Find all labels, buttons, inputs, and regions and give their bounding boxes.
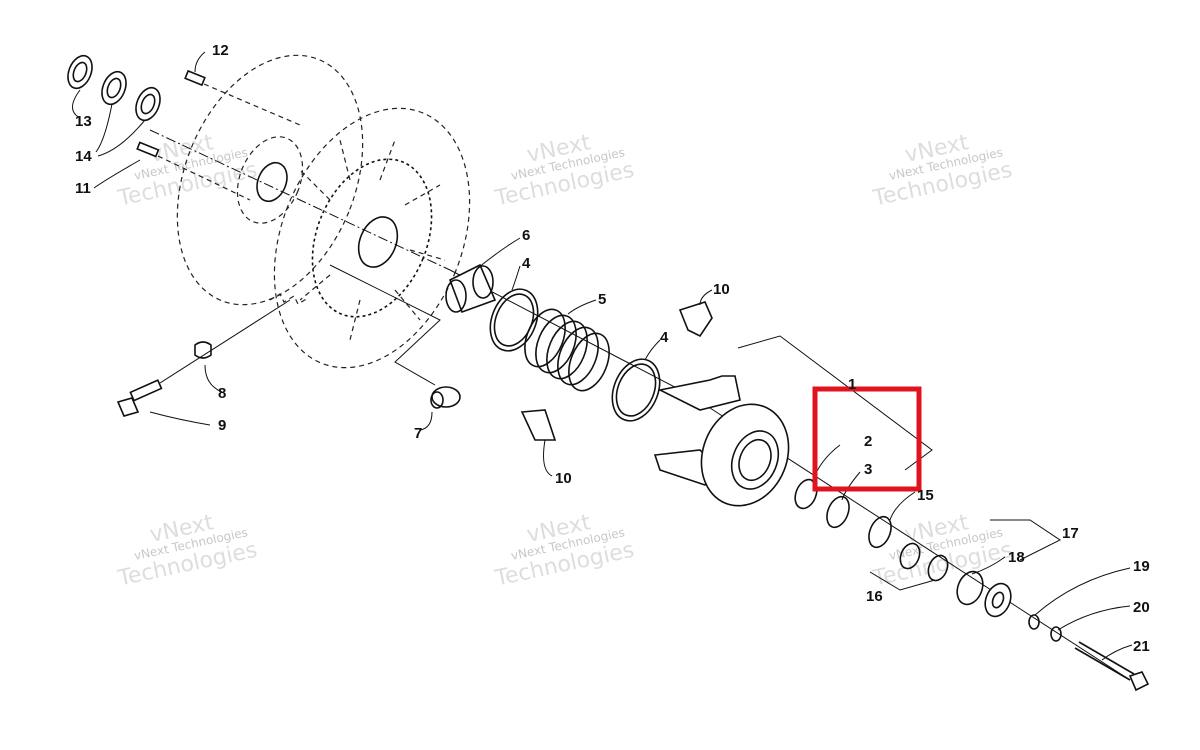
part-6-bushing bbox=[445, 263, 497, 314]
callout-9: 9 bbox=[218, 417, 226, 434]
part-12-screw bbox=[184, 69, 301, 126]
callout-19: 19 bbox=[1133, 558, 1150, 575]
callout-15: 15 bbox=[917, 487, 934, 504]
part-2-bushing bbox=[794, 478, 818, 510]
callout-6: 6 bbox=[522, 227, 530, 244]
shaft-axis-line bbox=[149, 129, 451, 271]
part-7-roller bbox=[329, 264, 461, 409]
part-10-shoe-top bbox=[678, 301, 713, 338]
part-14-washer-b bbox=[135, 86, 161, 122]
callout-7: 7 bbox=[414, 425, 422, 442]
part-9-bolt bbox=[116, 299, 291, 417]
watermark-bottom-left: vNext vNext Technologies Technologies bbox=[115, 510, 259, 592]
callout-2: 2 bbox=[864, 433, 872, 450]
callout-labels: 1 2 3 4 4 5 6 7 8 9 10 10 11 12 13 14 15… bbox=[75, 42, 1150, 655]
watermark-group: vNext vNext Technologies Technologies vN… bbox=[115, 130, 1014, 592]
callout-21: 21 bbox=[1133, 638, 1150, 655]
part-13-washer bbox=[67, 54, 93, 90]
callout-8: 8 bbox=[218, 385, 226, 402]
part-17-cap bbox=[984, 582, 1012, 618]
part-11-bolt bbox=[136, 141, 251, 201]
callout-1: 1 bbox=[848, 376, 856, 393]
part-5-spring bbox=[524, 308, 610, 392]
callout-17: 17 bbox=[1062, 525, 1079, 542]
callout-11: 11 bbox=[75, 180, 91, 197]
callout-3: 3 bbox=[864, 461, 872, 478]
watermark-bottom-center: vNext vNext Technologies Technologies bbox=[492, 510, 636, 592]
callout-13: 13 bbox=[75, 113, 92, 130]
callout-5: 5 bbox=[598, 291, 606, 308]
callout-20: 20 bbox=[1133, 599, 1150, 616]
callout-14: 14 bbox=[75, 148, 92, 165]
part-14-washer-a bbox=[101, 70, 127, 106]
callout-12: 12 bbox=[212, 42, 229, 59]
part-1-cam-assembly bbox=[653, 375, 790, 507]
part-10-shoe-bottom bbox=[520, 409, 557, 441]
fixed-sheave bbox=[176, 54, 364, 306]
callout-10b: 10 bbox=[555, 470, 572, 487]
watermark-bottom-right: vNext vNext Technologies Technologies bbox=[870, 510, 1014, 592]
watermark-top-right: vNext vNext Technologies Technologies bbox=[870, 130, 1014, 212]
part-3-snap-ring bbox=[826, 495, 850, 529]
callout-18: 18 bbox=[1008, 549, 1025, 566]
part-19-washer bbox=[1028, 614, 1040, 630]
callout-10a: 10 bbox=[713, 281, 730, 298]
callout-4a: 4 bbox=[522, 255, 531, 272]
part-20-lockwasher bbox=[1050, 626, 1062, 642]
part-8-clip bbox=[194, 341, 212, 359]
part-15-o-ring bbox=[868, 515, 892, 549]
movable-sheave bbox=[269, 107, 471, 369]
watermark-top-center: vNext vNext Technologies Technologies bbox=[492, 130, 636, 212]
callout-4b: 4 bbox=[660, 329, 669, 346]
callout-16: 16 bbox=[866, 588, 883, 605]
part-21-bolt bbox=[1074, 641, 1150, 692]
highlight-box bbox=[812, 386, 922, 492]
part-4-spacer-b bbox=[611, 358, 661, 422]
